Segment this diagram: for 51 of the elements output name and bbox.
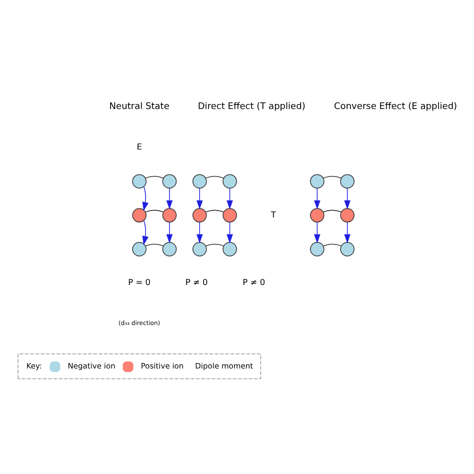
connector — [322, 209, 342, 212]
arrow — [196, 221, 202, 243]
node-circle — [192, 242, 206, 256]
connector — [144, 209, 164, 212]
node-circle — [192, 174, 206, 188]
node-circle — [162, 208, 176, 222]
legend-label: Dipole moment — [194, 361, 253, 370]
arrow — [314, 221, 320, 243]
legend-label: Positive ion — [140, 361, 184, 370]
node-circle — [132, 208, 146, 222]
label: P ≠ 0 — [184, 276, 208, 287]
node-circle — [310, 242, 324, 256]
label: Converse Effect (E applied) — [333, 102, 457, 112]
node-circle — [222, 208, 236, 222]
node-circle — [340, 242, 354, 256]
label: Key: — [26, 361, 42, 370]
node-circle — [340, 208, 354, 222]
node-circle — [222, 174, 236, 188]
connector — [322, 175, 342, 178]
arrow — [142, 186, 148, 211]
connector — [322, 243, 342, 246]
node-circle — [132, 242, 146, 256]
connector — [144, 175, 164, 178]
arrow — [226, 187, 232, 209]
arrow — [166, 187, 172, 209]
node-circle — [222, 242, 236, 256]
label: P = 0 — [128, 276, 150, 287]
legend-label: Negative ion — [67, 361, 115, 370]
arrow — [142, 220, 148, 245]
node-circle — [310, 208, 324, 222]
node-circle — [340, 174, 354, 188]
node-circle — [162, 242, 176, 256]
arrow — [314, 187, 320, 209]
arrow — [226, 221, 232, 243]
label: Neutral State — [108, 102, 169, 112]
connector — [204, 209, 224, 212]
arrow — [196, 187, 202, 209]
node-circle — [192, 208, 206, 222]
connector — [144, 243, 164, 246]
node-circle — [310, 174, 324, 188]
arrow — [344, 221, 350, 243]
connector — [204, 175, 224, 178]
label: Direct Effect (T applied) — [197, 102, 305, 112]
node-circle — [162, 174, 176, 188]
label: P ≠ 0 — [242, 276, 265, 287]
arrow — [166, 221, 172, 243]
label: T — [270, 208, 276, 219]
connector — [204, 243, 224, 246]
node-circle — [132, 174, 146, 188]
label: E — [136, 141, 142, 152]
arrow — [344, 187, 350, 209]
